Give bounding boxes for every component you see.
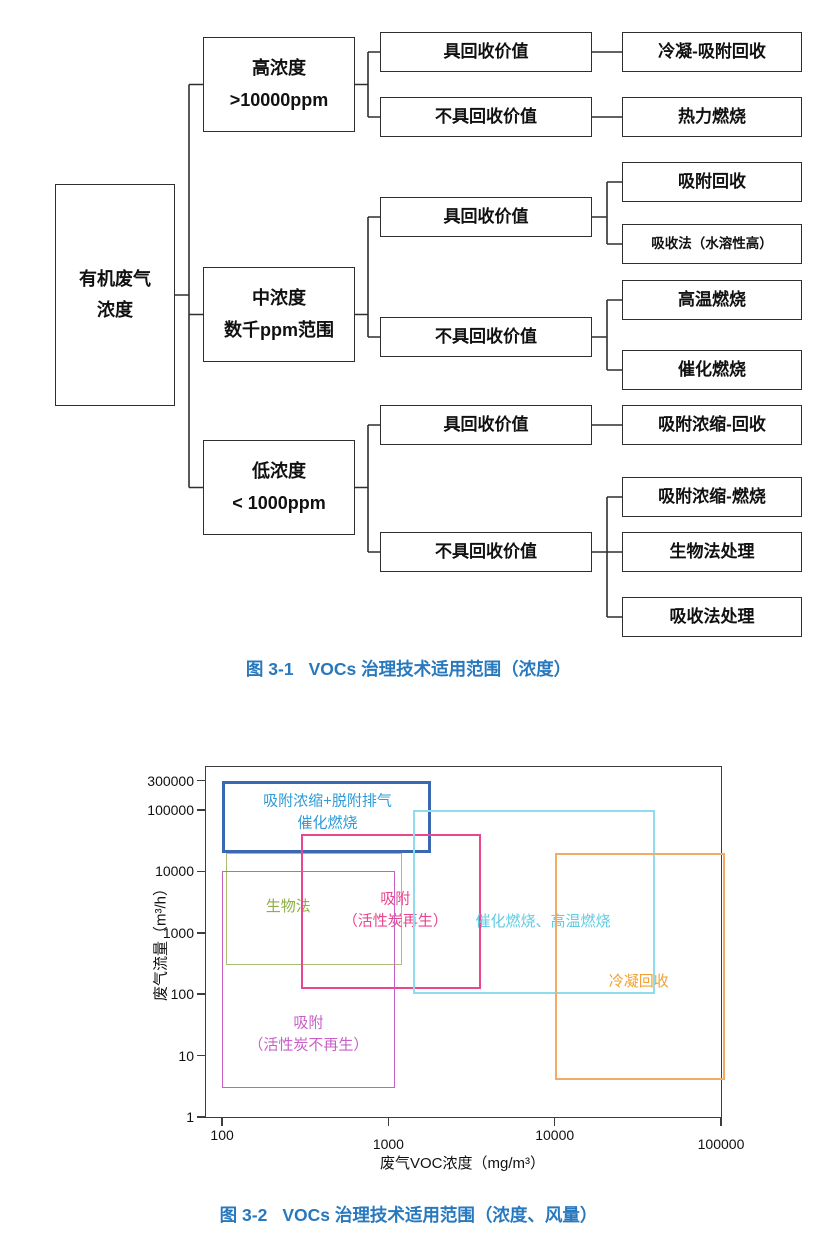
flow-node-medium-concentration: 中浓度 数千ppm范围 bbox=[203, 267, 355, 362]
flow-node-high-line1: 高浓度 bbox=[252, 58, 306, 78]
plot-area: 吸附浓缩+脱附排气 催化燃烧生物法 吸附 （活性炭再生） 催化燃烧、高温燃烧冷凝回收… bbox=[147, 766, 744, 1152]
y-tick-mark bbox=[197, 1054, 206, 1057]
y-tick-mark bbox=[197, 809, 206, 811]
figure-3-2-caption-text: VOCs 治理技术适用范围（浓度、风量） bbox=[282, 1205, 598, 1225]
flow-node-medium-line1: 中浓度 bbox=[252, 288, 306, 308]
figure-3-1-flowchart: 有机废气 浓度 高浓度 >10000ppm 中浓度 数千ppm范围 低浓度 < … bbox=[0, 12, 817, 652]
flow-node-low-line2: < 1000ppm bbox=[232, 492, 326, 513]
flow-node-root: 有机废气 浓度 bbox=[55, 184, 175, 406]
y-tick-mark bbox=[197, 870, 206, 873]
chart-region-condensation-recovery bbox=[554, 852, 725, 1080]
x-tick-mark bbox=[221, 1117, 223, 1126]
x-tick-label: 100 bbox=[210, 1127, 234, 1143]
chart-region-label-adsorption-activated-carbon-regenerated: 吸附 （活性炭再生） bbox=[342, 890, 448, 930]
chart-region-adsorption-activated-carbon-not-regenerated bbox=[222, 871, 396, 1088]
flow-node-high-temp-combustion: 高温燃烧 bbox=[622, 280, 802, 320]
y-tick-label: 1 bbox=[186, 1109, 194, 1125]
flow-node-root-line2: 浓度 bbox=[97, 300, 133, 320]
flow-node-mid-not-recoverable: 不具回收价值 bbox=[380, 317, 592, 357]
x-tick-mark bbox=[387, 1117, 390, 1126]
flow-node-mid-recoverable: 具回收价值 bbox=[380, 197, 592, 237]
flow-node-low-concentration: 低浓度 < 1000ppm bbox=[203, 440, 355, 535]
flow-node-root-line1: 有机废气 bbox=[79, 268, 151, 289]
flow-node-high-concentration: 高浓度 >10000ppm bbox=[203, 37, 355, 132]
chart-region-label-adsorption-activated-carbon-not-regenerated: 吸附 （活性炭不再生） bbox=[248, 1014, 369, 1054]
figure-3-1-caption: 图 3-1 VOCs 治理技术适用范围（浓度） bbox=[0, 656, 817, 681]
flowchart-connectors bbox=[175, 51, 622, 618]
chart-region-label-condensation-recovery: 冷凝回收 bbox=[608, 972, 669, 990]
y-tick-label: 300000 bbox=[147, 772, 194, 789]
y-tick-mark bbox=[197, 931, 206, 934]
y-tick-label: 10000 bbox=[155, 863, 194, 880]
flow-node-condensation-adsorption-recovery: 冷凝-吸附回收 bbox=[622, 32, 802, 72]
chart-region-catalytic-and-high-temperature-combustion bbox=[412, 809, 655, 995]
x-tick-label: 1000 bbox=[372, 1136, 404, 1152]
flow-node-high-line2: >10000ppm bbox=[229, 89, 329, 110]
x-tick-mark bbox=[720, 1117, 722, 1126]
x-tick-label: 10000 bbox=[535, 1127, 575, 1143]
chart-region-label-adsorption-concentration-catalytic-combustion: 吸附浓缩+脱附排气 催化燃烧 bbox=[263, 792, 392, 832]
figure-3-2-caption-label: 图 3-2 bbox=[219, 1205, 268, 1225]
x-tick-label: 100000 bbox=[697, 1136, 745, 1152]
y-tick-mark bbox=[197, 993, 206, 995]
y-tick-mark bbox=[197, 1116, 206, 1118]
flow-node-adsorption-recovery: 吸附回收 bbox=[622, 162, 802, 202]
chart-region-adsorption-activated-carbon-regenerated bbox=[301, 834, 481, 990]
flow-node-absorption-high-solubility: 吸收法（水溶性高） bbox=[622, 224, 802, 264]
flow-node-low-line1: 低浓度 bbox=[252, 461, 306, 481]
flow-node-low-not-recoverable: 不具回收价值 bbox=[380, 532, 592, 572]
x-tick-mark bbox=[553, 1117, 556, 1126]
y-tick-label: 100 bbox=[170, 986, 194, 1003]
figure-3-2-caption: 图 3-2 VOCs 治理技术适用范围（浓度、风量） bbox=[0, 1202, 817, 1227]
flow-node-catalytic-combustion: 催化燃烧 bbox=[622, 350, 802, 390]
y-tick-mark bbox=[197, 779, 206, 782]
flow-node-absorption-treatment: 吸收法处理 bbox=[622, 597, 802, 637]
flow-node-adsorption-concentration-combustion: 吸附浓缩-燃烧 bbox=[622, 477, 802, 517]
chart-region-biological-method bbox=[225, 852, 402, 965]
chart-region-label-biological-method: 生物法 bbox=[265, 898, 311, 916]
flow-node-high-not-recoverable: 不具回收价值 bbox=[380, 97, 592, 137]
figure-3-1-caption-text: VOCs 治理技术适用范围（浓度） bbox=[308, 659, 572, 679]
flow-node-adsorption-concentration-recovery: 吸附浓缩-回收 bbox=[622, 405, 802, 445]
y-tick-label: 1000 bbox=[162, 924, 194, 941]
figure-3-1-caption-label: 图 3-1 bbox=[245, 659, 294, 679]
flow-node-medium-line2: 数千ppm范围 bbox=[224, 319, 334, 340]
flow-node-thermal-combustion: 热力燃烧 bbox=[622, 97, 802, 137]
figure-3-2-chart: 废气流量（m³/h） 吸附浓缩+脱附排气 催化燃烧生物法吸附 （活性炭再生）催化… bbox=[0, 742, 817, 1182]
flow-node-high-recoverable: 具回收价值 bbox=[380, 32, 592, 72]
chart-region-adsorption-concentration-catalytic-combustion bbox=[222, 780, 431, 853]
y-tick-label: 10 bbox=[178, 1047, 194, 1064]
x-axis-title: 废气VOC浓度（mg/m³） bbox=[379, 1155, 545, 1172]
flow-node-biological-treatment: 生物法处理 bbox=[622, 532, 802, 572]
chart-region-label-catalytic-and-high-temperature-combustion: 催化燃烧、高温燃烧 bbox=[475, 912, 611, 930]
y-tick-label: 100000 bbox=[147, 801, 194, 818]
flow-node-low-recoverable: 具回收价值 bbox=[380, 405, 592, 445]
